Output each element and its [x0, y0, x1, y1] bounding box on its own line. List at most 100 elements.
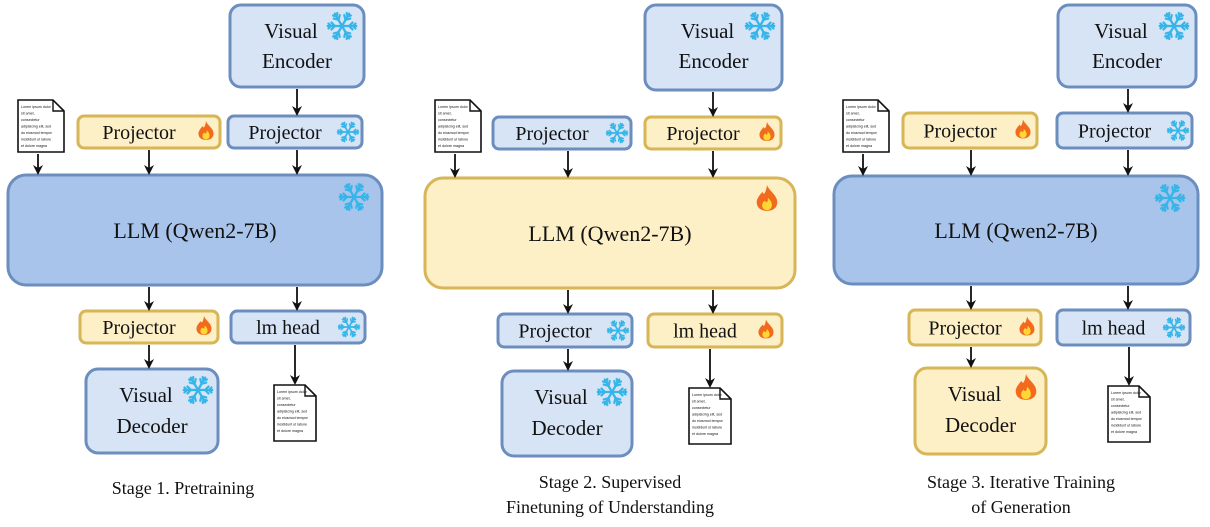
document-text-line: et dolore magna	[277, 429, 303, 433]
document-text-line: adipisicing elit, sed	[438, 125, 468, 129]
visual-decoder-label-line1: Visual	[948, 382, 1002, 406]
document-text-line: adipisicing elit, sed	[1111, 411, 1141, 415]
document-text-line: sit amet,	[692, 400, 706, 404]
flame-icon	[198, 121, 214, 140]
lm-head: lm head	[1055, 308, 1192, 347]
input-projector-visual: Projector	[643, 115, 783, 151]
document-text-line: incididunt ut labore	[692, 426, 722, 430]
document-text-line: Lorem ipsum dolor	[846, 105, 877, 109]
lm-head: lm head	[229, 309, 367, 345]
input-projector-visual: Projector	[1055, 111, 1194, 150]
document-text-line: sit amet,	[21, 112, 35, 116]
document-text-line: incididunt ut labore	[1111, 424, 1141, 428]
flame-icon	[1015, 374, 1037, 400]
document-text-line: consectetur	[21, 118, 40, 122]
snowflake-icon	[1154, 183, 1186, 213]
document-text-line: adipisicing elit, sed	[846, 125, 876, 129]
visual-decoder-box	[913, 366, 1048, 456]
visual-encoder-label-line2: Encoder	[679, 49, 749, 73]
flame-icon	[758, 319, 774, 339]
input-projector-visual-label: Projector	[666, 123, 740, 145]
document-text-line: Lorem ipsum dolor	[277, 390, 308, 394]
visual-decoder-label-line2: Decoder	[945, 413, 1016, 437]
input-projector-visual: Projector	[226, 114, 364, 150]
output-projector: Projector	[907, 308, 1043, 347]
llm-block: LLM (Qwen2-7B)	[6, 173, 384, 287]
input-projector-visual-box	[226, 114, 364, 150]
document-text-line: Lorem ipsum dolor	[21, 105, 52, 109]
llm-label: LLM (Qwen2-7B)	[934, 218, 1097, 243]
lm-head: lm head	[646, 312, 784, 349]
visual-encoder-label-line1: Visual	[264, 19, 318, 43]
document-text-line: incididunt ut labore	[846, 138, 876, 142]
stage-caption-line: Finetuning of Understanding	[506, 497, 714, 517]
document-text-line: adipisicing elit, sed	[21, 125, 51, 129]
lm-head-label: lm head	[256, 317, 320, 339]
document-text-line: do eiusmod tempor	[1111, 417, 1143, 421]
output-projector-label: Projector	[928, 318, 1002, 340]
snowflake-icon	[1162, 317, 1186, 338]
input-projector-visual-label: Projector	[248, 122, 322, 144]
visual-encoder-label-line2: Encoder	[262, 49, 332, 73]
document-text-line: consectetur	[1111, 404, 1130, 408]
document-text-line: et dolore magna	[846, 144, 872, 148]
document-text-line: consectetur	[277, 403, 296, 407]
llm-box	[423, 176, 797, 290]
document-text-line: adipisicing elit, sed	[692, 413, 722, 417]
llm-label: LLM (Qwen2-7B)	[528, 221, 691, 246]
document-text-line: sit amet,	[1111, 398, 1125, 402]
output-projector-box	[907, 308, 1043, 347]
snowflake-icon	[338, 182, 370, 212]
llm-box	[832, 174, 1200, 286]
document-text-line: incididunt ut labore	[21, 138, 51, 142]
input-projector-text: Projector	[491, 115, 633, 151]
snowflake-icon	[337, 316, 361, 338]
stage-caption-line: Stage 2. Supervised	[539, 472, 681, 492]
output-projector-label: Projector	[102, 317, 176, 339]
document-text-line: incididunt ut labore	[438, 138, 468, 142]
document-text-line: consectetur	[438, 118, 457, 122]
flame-icon	[1019, 316, 1035, 336]
visual-encoder-box	[1056, 3, 1198, 89]
lm-head-box	[646, 312, 784, 349]
input-projector-text-label: Projector	[515, 123, 589, 145]
lm-head-label: lm head	[673, 321, 737, 343]
document-text-line: consectetur	[692, 406, 711, 410]
snowflake-icon	[336, 121, 360, 143]
output-projector: Projector	[496, 312, 634, 349]
visual-decoder-label-line1: Visual	[534, 385, 588, 409]
input-projector-visual-box	[643, 115, 783, 151]
document-text-line: Lorem ipsum dolor	[1111, 391, 1142, 395]
output-projector-box	[78, 309, 220, 345]
document-text-line: sit amet,	[846, 112, 860, 116]
input-projector-text-box	[491, 115, 633, 151]
flame-icon	[196, 316, 212, 335]
document-text-line: Lorem ipsum dolor	[438, 105, 469, 109]
output-projector-label: Projector	[518, 321, 592, 343]
snowflake-icon	[326, 11, 358, 41]
visual-decoder-box	[500, 369, 634, 458]
document-icon: Lorem ipsum dolor sit amet, consectetur adi…	[17, 99, 65, 153]
llm-label: LLM (Qwen2-7B)	[113, 218, 276, 243]
snowflake-icon	[596, 377, 628, 407]
llm-block: LLM (Qwen2-7B)	[423, 176, 797, 290]
stage-caption-line: Stage 1. Pretraining	[112, 478, 254, 498]
stage-caption-line: of Generation	[971, 497, 1070, 517]
visual-decoder-box	[84, 367, 220, 455]
input-projector-text-label: Projector	[102, 122, 176, 144]
snowflake-icon	[606, 320, 630, 341]
snowflake-icon	[1166, 120, 1190, 141]
document-text-line: do eiusmod tempor	[21, 131, 53, 135]
visual-decoder-label-line2: Decoder	[531, 416, 602, 440]
flame-icon	[756, 185, 778, 211]
output-projector: Projector	[78, 309, 220, 345]
document-text-line: et dolore magna	[21, 144, 47, 148]
